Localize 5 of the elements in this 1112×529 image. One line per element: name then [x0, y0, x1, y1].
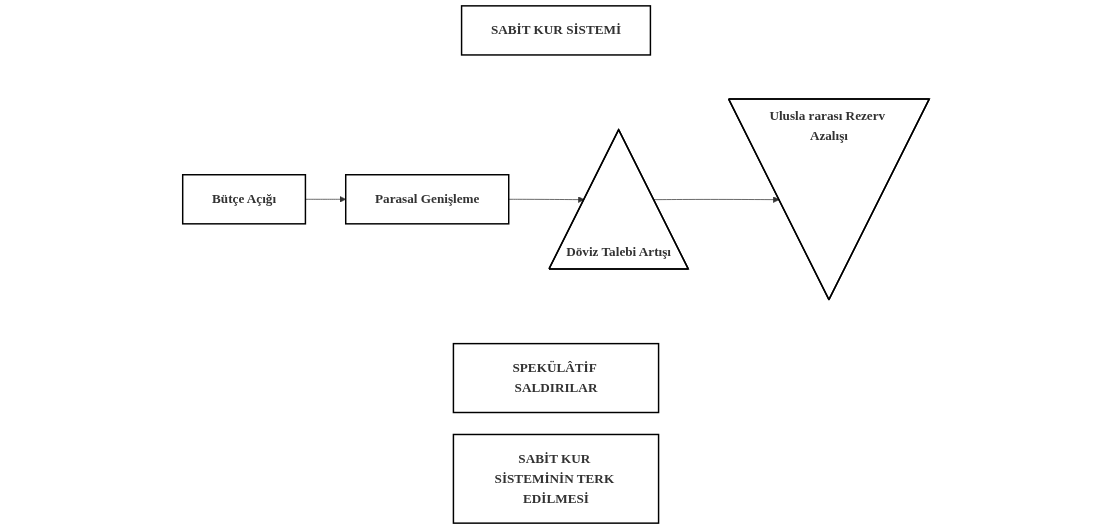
node-box: SABİT KUR SİSTEMİ	[460, 5, 652, 56]
node-box: SPEKÜLÂTİF SALDIRILAR	[452, 342, 660, 414]
node-box: Parasal Genişleme	[345, 174, 510, 225]
node-box: Bütçe Açığı	[181, 174, 307, 225]
node-box: SABİT KUR SİSTEMİNİN TERK EDİLMESİ	[452, 433, 660, 524]
